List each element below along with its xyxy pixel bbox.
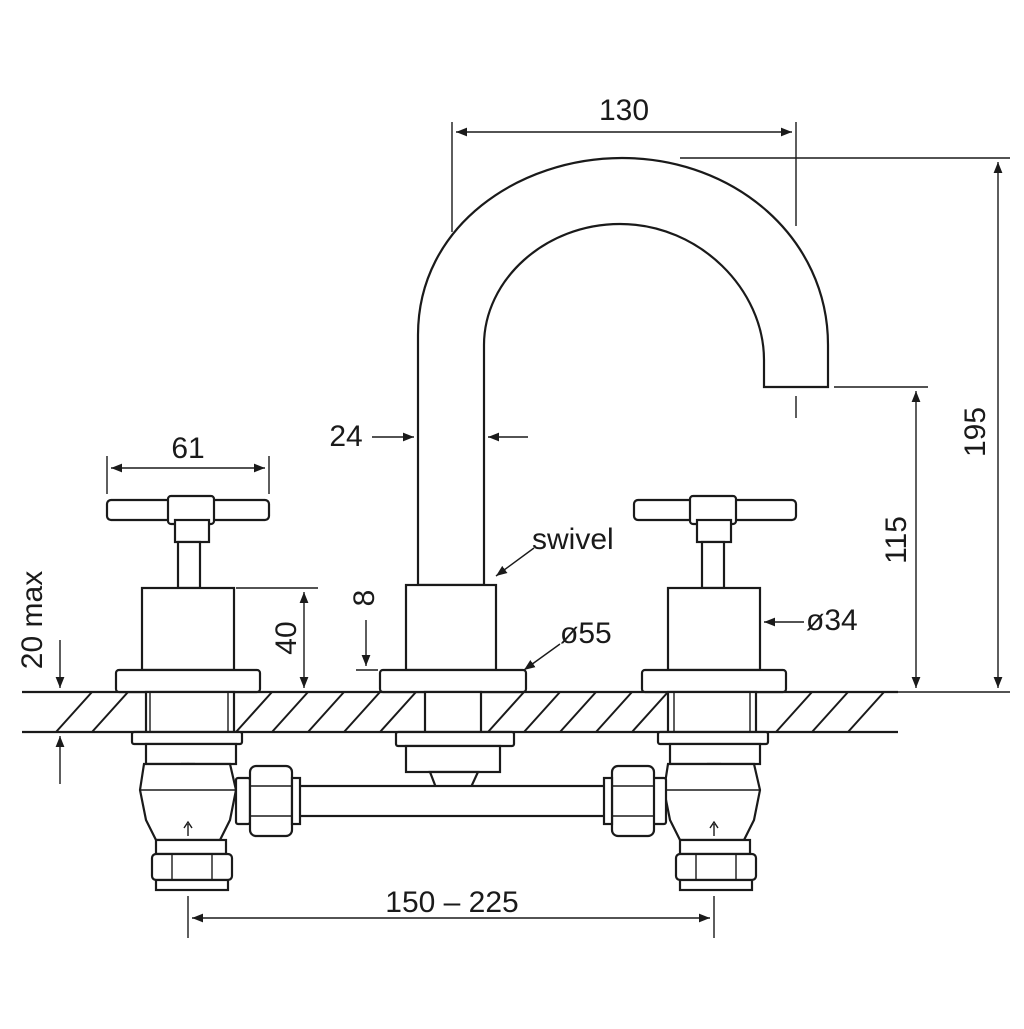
deck-hatch-line bbox=[631, 691, 669, 733]
dim-base-height-label: 8 bbox=[348, 590, 381, 607]
spout-base bbox=[378, 583, 528, 806]
dim-outlet-height-label: 115 bbox=[880, 516, 913, 564]
dim-spout-diameter-label: 24 bbox=[329, 420, 362, 453]
dim-base-height: 8 bbox=[348, 590, 381, 671]
deck-hatch-line bbox=[523, 691, 561, 733]
deck-hatch-line bbox=[487, 691, 525, 733]
deck-hatch-line bbox=[847, 691, 885, 733]
dim-centres-label: 150 – 225 bbox=[385, 886, 518, 919]
swivel-annotation: swivel bbox=[495, 523, 614, 577]
dim-spout-base-diameter-label: ø55 bbox=[560, 617, 612, 650]
dim-deck-thickness: 20 max bbox=[16, 571, 65, 784]
deck-hatch-line bbox=[55, 691, 93, 733]
deck-hatch-line bbox=[379, 691, 417, 733]
dim-valve-body-label: 40 bbox=[270, 621, 303, 654]
dim-valve-diameter-label: ø34 bbox=[806, 604, 858, 637]
dim-handle-width-label: 61 bbox=[171, 432, 204, 465]
dim-total-height: 195 bbox=[680, 157, 1010, 693]
dim-centres: 150 – 225 bbox=[187, 886, 715, 938]
deck-hatch-line bbox=[595, 691, 633, 733]
dim-total-height-label: 195 bbox=[959, 407, 992, 457]
dim-spout-base-diameter: ø55 bbox=[523, 617, 612, 671]
deck-hatch-line bbox=[91, 691, 129, 733]
deck-hatch-line bbox=[271, 691, 309, 733]
deck-hatch-line bbox=[775, 691, 813, 733]
dim-spout-reach: 130 bbox=[451, 94, 797, 232]
dim-outlet-height: 115 bbox=[795, 386, 928, 688]
deck-hatch-line bbox=[235, 691, 273, 733]
connecting-pipe bbox=[234, 764, 668, 838]
right-valve bbox=[632, 494, 798, 892]
spout bbox=[416, 156, 830, 587]
dim-valve-body-height: 40 bbox=[236, 587, 318, 688]
dim-spout-reach-label: 130 bbox=[599, 94, 649, 127]
deck-hatch-line bbox=[307, 691, 345, 733]
dim-deck-thickness-label: 20 max bbox=[16, 571, 49, 669]
dim-spout-diameter: 24 bbox=[329, 420, 528, 453]
swivel-label: swivel bbox=[532, 523, 614, 556]
dim-valve-diameter: ø34 bbox=[764, 604, 858, 637]
left-valve bbox=[105, 494, 271, 892]
deck-hatch-line bbox=[559, 691, 597, 733]
deck-hatch-line bbox=[343, 691, 381, 733]
deck-hatch-line bbox=[811, 691, 849, 733]
dim-handle-width: 61 bbox=[106, 432, 270, 494]
